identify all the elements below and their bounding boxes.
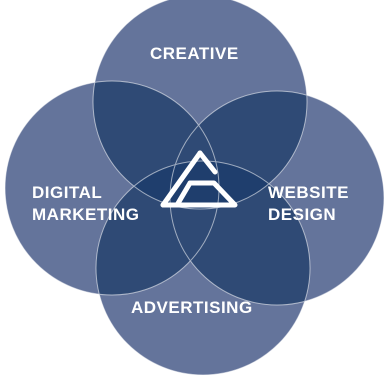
label-website-design: WEBSITE DESIGN	[268, 183, 349, 224]
label-digital-marketing: DIGITAL MARKETING	[32, 183, 140, 224]
triangle-s-logo-icon	[160, 150, 238, 208]
overlap-advertising-website	[170, 161, 310, 305]
label-creative: CREATIVE	[150, 44, 239, 63]
label-advertising: ADVERTISING	[131, 298, 253, 317]
